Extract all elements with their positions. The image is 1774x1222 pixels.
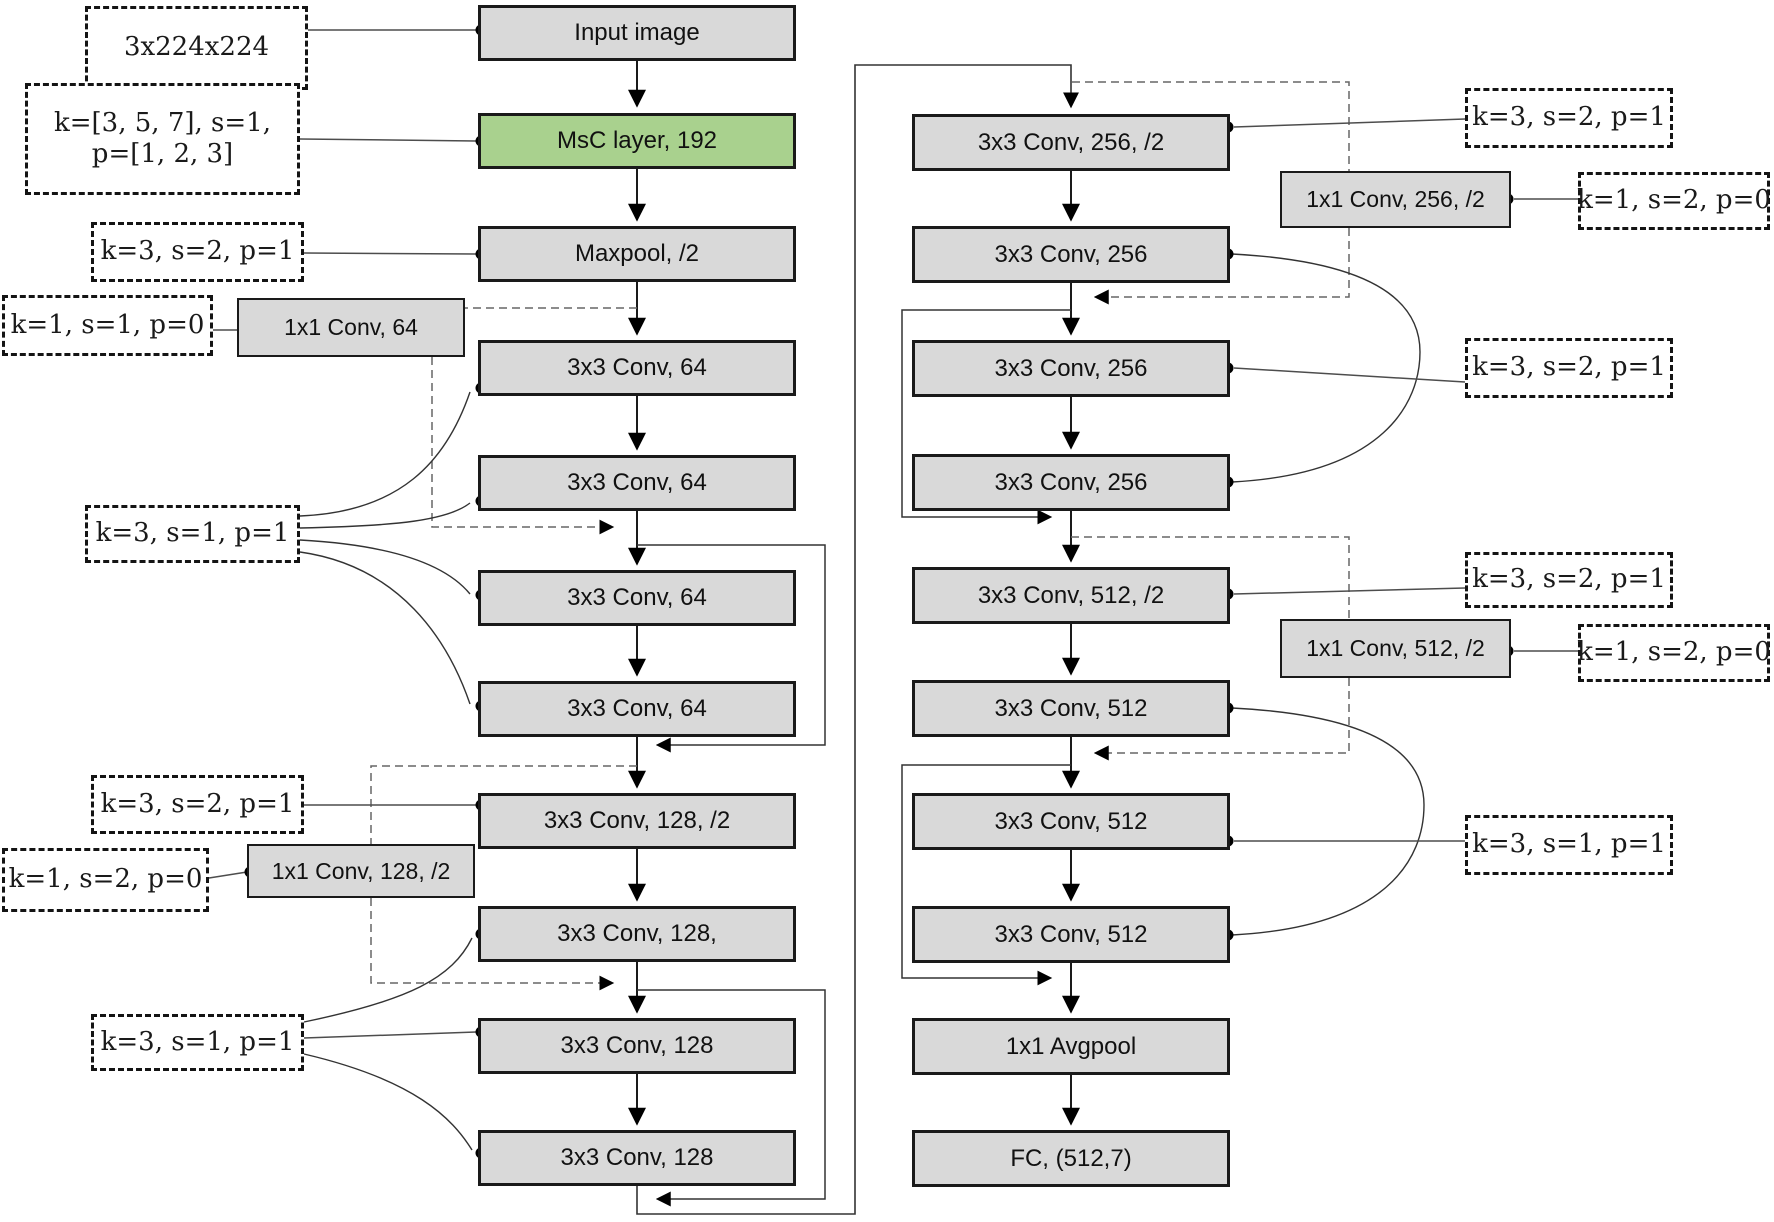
annotation-conv128-down-params: k=3, s=2, p=1 (91, 775, 304, 834)
annotation-msc-params-line1: k=[3, 5, 7], s=1, (54, 107, 271, 138)
block-conv512-down: 3x3 Conv, 512, /2 (912, 567, 1230, 624)
block-msc-layer: MsC layer, 192 (478, 113, 796, 169)
block-conv256-4: 3x3 Conv, 256 (912, 454, 1230, 511)
parameter-arcs (299, 253, 1425, 1151)
annotation-conv512-shortcut-params: k=1, s=2, p=0 (1577, 624, 1771, 682)
block-conv512-4: 3x3 Conv, 512 (912, 906, 1230, 963)
block-conv256-down: 3x3 Conv, 256, /2 (912, 114, 1230, 171)
block-conv128-4: 3x3 Conv, 128 (478, 1130, 796, 1186)
block-conv256-2: 3x3 Conv, 256 (912, 226, 1230, 283)
annotation-conv256-params: k=3, s=2, p=1 (1465, 338, 1673, 398)
block-conv64-2: 3x3 Conv, 64 (478, 455, 796, 511)
annotation-maxpool-params: k=3, s=2, p=1 (91, 222, 304, 282)
annotation-conv128-params: k=3, s=1, p=1 (91, 1014, 304, 1071)
block-conv64-4: 3x3 Conv, 64 (478, 681, 796, 737)
block-maxpool: Maxpool, /2 (478, 226, 796, 282)
block-shortcut-conv512: 1x1 Conv, 512, /2 (1280, 619, 1511, 678)
block-shortcut-conv256: 1x1 Conv, 256, /2 (1280, 171, 1511, 228)
block-conv128-3: 3x3 Conv, 128 (478, 1018, 796, 1074)
identity-skip-connections (637, 309, 1071, 1207)
annotation-conv64-params: k=3, s=1, p=1 (85, 505, 300, 563)
annotation-msc-params: k=[3, 5, 7], s=1, p=[1, 2, 3] (25, 83, 300, 195)
annotation-conv64-shortcut-params: k=1, s=1, p=0 (2, 295, 213, 356)
annotation-conv256-shortcut-params: k=1, s=2, p=0 (1577, 172, 1771, 230)
column-bridge-connector (636, 64, 1079, 1215)
shortcut-dashed-lines (370, 81, 1350, 991)
block-conv128-down: 3x3 Conv, 128, /2 (478, 793, 796, 849)
annotation-input-shape: 3x224x224 (85, 6, 308, 90)
annotation-conv512-down-params: k=3, s=2, p=1 (1465, 552, 1673, 608)
annotation-conv128-shortcut-params: k=1, s=2, p=0 (2, 848, 209, 912)
block-conv256-3: 3x3 Conv, 256 (912, 340, 1230, 397)
block-shortcut-conv128: 1x1 Conv, 128, /2 (247, 844, 475, 898)
block-shortcut-conv64: 1x1 Conv, 64 (237, 298, 465, 357)
annotation-conv256-down-params: k=3, s=2, p=1 (1465, 88, 1673, 148)
block-conv512-2: 3x3 Conv, 512 (912, 680, 1230, 737)
block-fc: FC, (512,7) (912, 1130, 1230, 1187)
annotation-conv512-params: k=3, s=1, p=1 (1465, 815, 1673, 875)
block-avgpool: 1x1 Avgpool (912, 1018, 1230, 1075)
block-conv64-3: 3x3 Conv, 64 (478, 570, 796, 626)
block-conv128-2: 3x3 Conv, 128, (478, 906, 796, 962)
block-conv512-3: 3x3 Conv, 512 (912, 793, 1230, 850)
annotation-msc-params-line2: p=[1, 2, 3] (91, 139, 234, 169)
block-input-image: Input image (478, 5, 796, 61)
block-conv64-1: 3x3 Conv, 64 (478, 340, 796, 396)
annotation-connectors (208, 29, 1578, 1039)
